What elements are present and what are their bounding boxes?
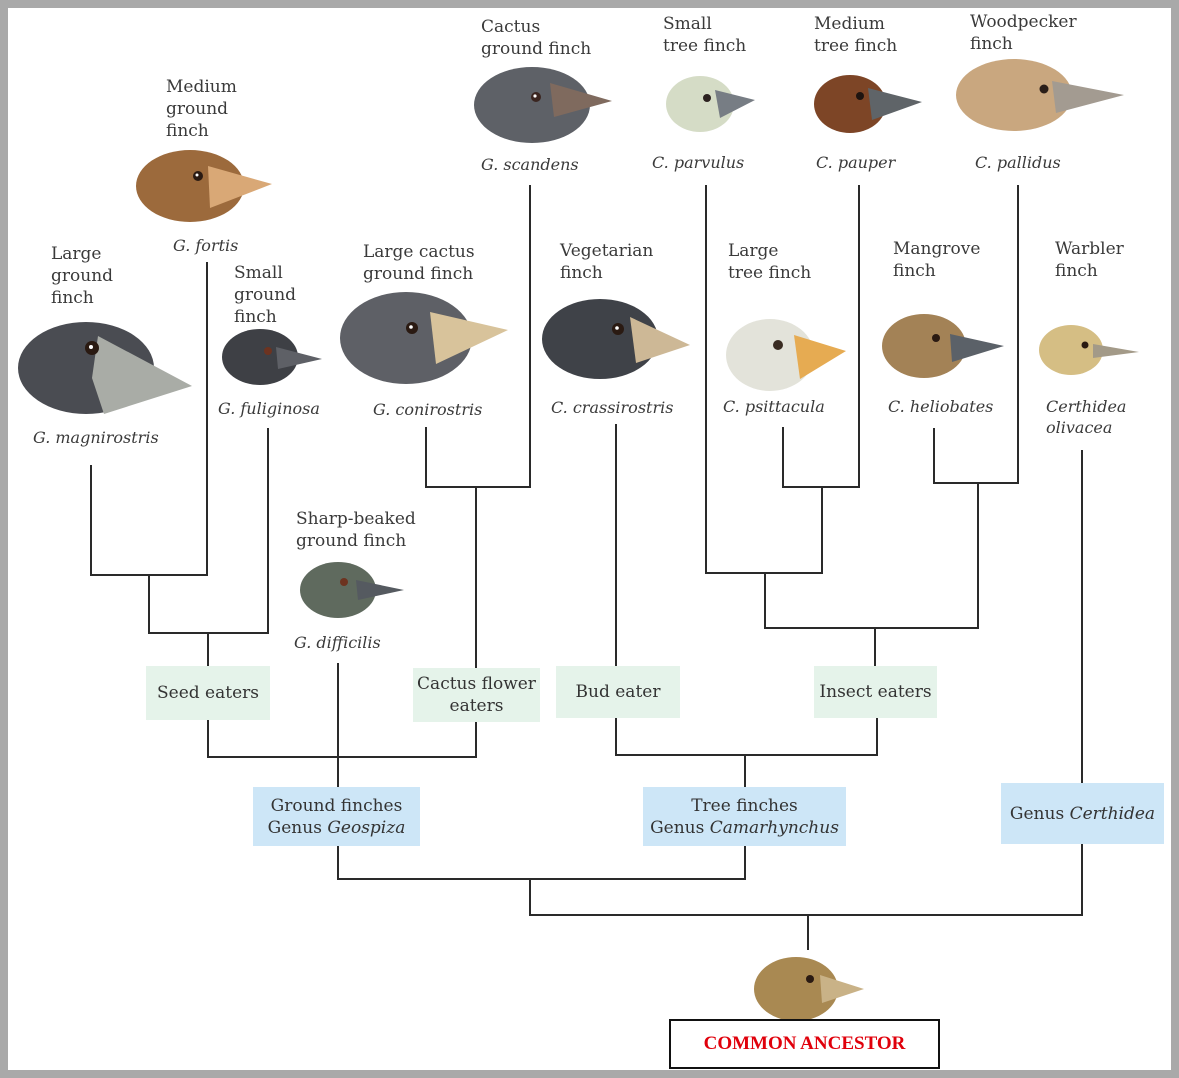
label-medium-tree-finch: Medium tree finch xyxy=(814,14,898,56)
sci-c-pauper: C. pauper xyxy=(816,153,896,172)
small-tree-finch-bird xyxy=(666,76,755,132)
sci-c-pallidus: C. pallidus xyxy=(975,153,1061,172)
sci-c-parvulus: C. parvulus xyxy=(652,153,745,172)
warbler-finch-bird xyxy=(1039,325,1139,375)
sci-g-scandens: G. scandens xyxy=(481,155,579,174)
genus-certhidea: Genus Certhidea xyxy=(1001,783,1164,844)
mangrove-finch-bird xyxy=(882,314,1004,378)
small-ground-finch-bird xyxy=(222,329,322,385)
branch-conirostris-scandens xyxy=(425,185,531,488)
sci-g-fortis: G. fortis xyxy=(173,236,239,255)
vegetarian-finch-bird xyxy=(542,299,690,379)
label-vegetarian-finch: Vegetarian finch xyxy=(560,241,654,283)
sharp-beaked-ground-finch-bird xyxy=(300,562,404,618)
branch-heliobates-pallidus xyxy=(933,185,1019,484)
label-sharp-beaked-ground-finch: Sharp-beaked ground finch xyxy=(296,509,416,551)
group-bud-eater: Bud eater xyxy=(556,666,680,718)
label-small-tree-finch: Small tree finch xyxy=(663,14,747,56)
medium-ground-finch-bird xyxy=(136,150,272,222)
common-ancestor-label: COMMON ANCESTOR xyxy=(669,1019,940,1069)
sci-g-conirostris: G. conirostris xyxy=(373,400,483,419)
group-cactus-flower-eaters: Cactus flower eaters xyxy=(413,668,540,722)
branch-insect-join xyxy=(764,483,979,629)
label-large-tree-finch: Large tree finch xyxy=(728,241,812,283)
branch-bud-insect-join xyxy=(615,718,878,756)
sci-c-crassirostris: C. crassirostris xyxy=(551,398,674,417)
medium-tree-finch-bird xyxy=(814,75,922,133)
sci-certhidea-olivacea: Certhidea olivacea xyxy=(1046,397,1127,437)
sci-g-fuliginosa: G. fuliginosa xyxy=(218,399,320,418)
sci-c-heliobates: C. heliobates xyxy=(888,397,994,416)
branch-seed-join xyxy=(148,428,269,634)
common-ancestor-bird xyxy=(754,957,864,1021)
label-small-ground-finch: Small ground finch xyxy=(234,263,297,327)
label-large-ground-finch: Large ground finch xyxy=(51,244,114,308)
group-seed-eaters: Seed eaters xyxy=(146,666,270,720)
label-medium-ground-finch: Medium ground finch xyxy=(166,77,237,141)
cactus-ground-finch-bird xyxy=(474,67,612,143)
large-cactus-ground-finch-bird xyxy=(340,292,508,384)
label-woodpecker-finch: Woodpecker finch xyxy=(970,12,1077,54)
sci-g-magnirostris: G. magnirostris xyxy=(33,428,159,447)
label-large-cactus-ground-finch: Large cactus ground finch xyxy=(363,242,475,284)
branch-seed-cactus-join xyxy=(207,720,477,758)
label-cactus-ground-finch: Cactus ground finch xyxy=(481,17,592,59)
sci-c-psittacula: C. psittacula xyxy=(723,397,825,416)
branch-root-join xyxy=(529,844,1083,916)
large-ground-finch-bird xyxy=(18,322,192,414)
woodpecker-finch-bird xyxy=(956,59,1124,131)
group-insect-eaters: Insect eaters xyxy=(814,666,937,718)
sci-g-difficilis: G. difficilis xyxy=(294,633,381,652)
label-mangrove-finch: Mangrove finch xyxy=(893,239,981,281)
large-tree-finch-bird xyxy=(726,319,846,391)
genus-geospiza: Ground finches Genus Geospiza xyxy=(253,787,420,846)
genus-camarhynchus: Tree finches Genus Camarhynchus xyxy=(643,787,846,846)
label-warbler-finch: Warbler finch xyxy=(1055,239,1124,281)
branch-ground-tree-join xyxy=(337,846,746,880)
